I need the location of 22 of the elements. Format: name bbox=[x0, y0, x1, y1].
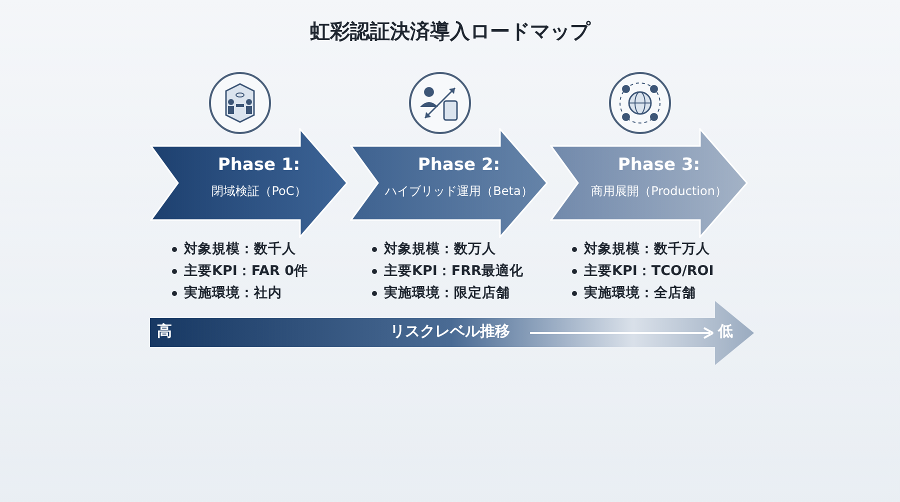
bullet-item: 対象規模：数万人 bbox=[384, 240, 496, 259]
phase-heading: Phase 2: bbox=[416, 155, 502, 175]
level-label: 高 bbox=[157, 322, 172, 341]
level-label: 低 bbox=[718, 322, 733, 341]
phase-banner bbox=[350, 128, 548, 238]
scale-label: リスクレベル推移 bbox=[390, 322, 510, 341]
bullet-item: 実施環境：限定店舗 bbox=[384, 284, 510, 303]
bullet-item: 実施環境：社内 bbox=[184, 284, 282, 303]
phase-heading: Phase 3: bbox=[616, 155, 702, 175]
phase-banner bbox=[550, 128, 748, 238]
bullet-item: 対象規模：数千人 bbox=[184, 240, 296, 259]
phase-banner bbox=[150, 128, 348, 238]
phase-name: 商用展開（Production） bbox=[590, 183, 728, 200]
bullet-item: 主要KPI：FRR最適化 bbox=[384, 262, 524, 281]
bullet-item: 実施環境：全店舗 bbox=[584, 284, 696, 303]
bullet-item: 主要KPI：FAR 0件 bbox=[184, 262, 308, 281]
title: 虹彩認証決済導入ロードマップ bbox=[309, 18, 592, 45]
bullet-item: 主要KPI：TCO/ROI bbox=[584, 262, 714, 281]
bullet-item: 対象規模：数千万人 bbox=[584, 240, 710, 259]
phase-name: 閉域検証（PoC） bbox=[210, 183, 308, 200]
phase-name: ハイブリッド運用（Beta） bbox=[384, 183, 534, 200]
phase-heading: Phase 1: bbox=[216, 155, 302, 175]
